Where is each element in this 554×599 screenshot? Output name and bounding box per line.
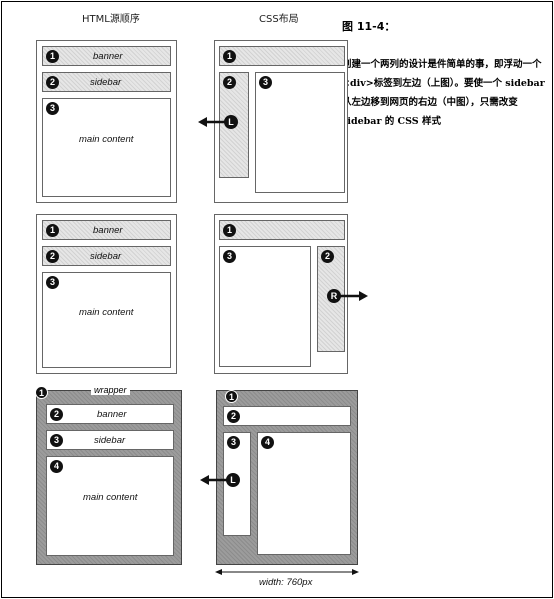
step-number-2: 2 [227,410,240,423]
main-content-block: 4 main content [46,456,174,556]
step-number-2: 2 [46,76,59,89]
sidebar-block: 2 sidebar [42,72,171,92]
float-left-badge: L [224,115,238,129]
source-order-diagram-3: 1 wrapper 2 banner 3 sidebar 4 main cont… [35,385,182,565]
step-number-1: 1 [46,224,59,237]
sidebar-label: sidebar [94,435,126,446]
step-number-3: 3 [46,102,59,115]
banner-label: banner [93,51,123,62]
banner-block: 1 banner [42,46,171,66]
step-number-3: 3 [50,434,63,447]
width-dimension-arrow [215,569,359,575]
banner-block: 2 banner [46,404,174,424]
banner-block: 1 [219,46,345,66]
step-number-1: 1 [46,50,59,63]
step-number-2: 2 [223,76,236,89]
figure-caption-text: 创建一个两列的设计是件简单的事，即浮动一个<div>标签到左边（上图）。要使一个… [342,59,545,127]
figure-caption-title: 图 11-4： [342,20,396,33]
html-source-order-header: HTML源顺序 [82,14,140,25]
source-order-diagram-2: 1 banner 2 sidebar 3 main content [36,214,177,374]
main-content-block: 3 [255,72,345,193]
step-number-1: 1 [223,50,236,63]
banner-label: banner [93,225,123,236]
step-number-1: 1 [35,386,48,399]
step-number-3: 3 [259,76,272,89]
banner-block: 2 [223,406,351,426]
step-number-3: 3 [46,276,59,289]
main-content-label: main content [79,307,134,318]
step-number-2: 2 [50,408,63,421]
main-content-block: 3 main content [42,98,171,197]
sidebar-label: sidebar [90,251,122,262]
step-number-4: 4 [50,460,63,473]
width-label: width: 760px [259,577,313,588]
css-layout-diagram-3: 1 2 3 4 [216,390,358,565]
css-layout-header: CSS布局 [259,14,299,25]
wrapper-label: wrapper [91,385,130,395]
step-number-3: 3 [227,436,240,449]
step-number-1: 1 [223,224,236,237]
css-layout-diagram-2: 1 3 2 [214,214,348,374]
main-content-block: 3 main content [42,272,171,368]
banner-block: 1 [219,220,345,240]
banner-label: banner [97,409,127,420]
float-left-badge: L [226,473,240,487]
main-content-block: 3 [219,246,311,367]
main-content-label: main content [83,492,138,503]
main-content-label: main content [79,134,134,145]
sidebar-block: 3 sidebar [46,430,174,450]
sidebar-block: 2 sidebar [42,246,171,266]
step-number-3: 3 [223,250,236,263]
step-number-1: 1 [225,390,238,403]
step-number-2: 2 [321,250,334,263]
source-order-diagram-1: 1 banner 2 sidebar 3 main content [36,40,177,203]
float-right-badge: R [327,289,341,303]
step-number-2: 2 [46,250,59,263]
banner-block: 1 banner [42,220,171,240]
step-number-4: 4 [261,436,274,449]
main-content-block: 4 [257,432,351,555]
sidebar-label: sidebar [90,77,122,88]
